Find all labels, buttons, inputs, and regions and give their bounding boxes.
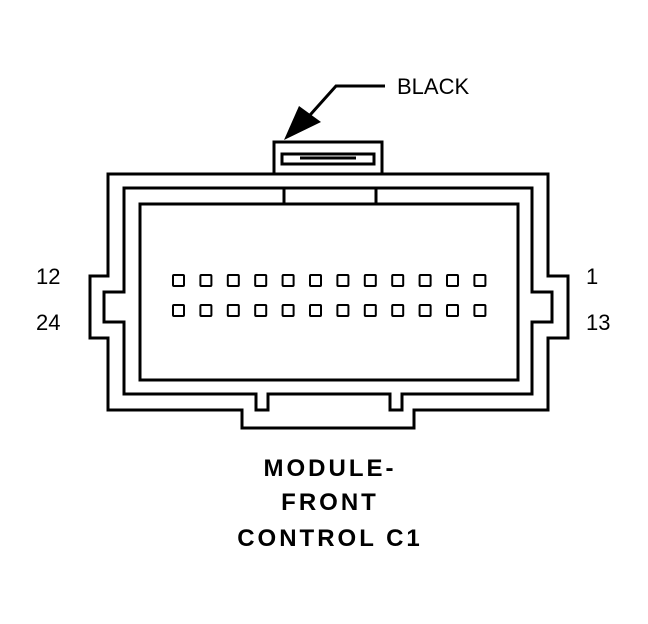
pin-cavity-22 (226, 304, 240, 317)
pin-cavity-15 (418, 304, 432, 317)
pin-cavity-17 (363, 304, 377, 317)
pin-label-13: 13 (586, 310, 610, 335)
connector-title-line-3: CONTROL C1 (237, 525, 423, 552)
leader-line (300, 84, 385, 126)
pin-label-24: 24 (36, 310, 60, 335)
connector-housing-outer (88, 172, 570, 430)
pin-cavity-12 (172, 274, 185, 287)
pin-cavity-1 (473, 274, 487, 287)
connector-title-line-1: MODULE- (264, 455, 397, 482)
pin-cavity-20 (281, 304, 295, 317)
pin-cavity-2 (446, 274, 459, 287)
pin-cavity-10 (226, 274, 240, 287)
pin-label-12: 12 (36, 264, 60, 289)
connector-housing-inner (102, 186, 554, 412)
pin-cavity-16 (391, 304, 405, 317)
pin-cavity-9 (254, 274, 268, 287)
pin-cavity-11 (199, 274, 213, 287)
pin-cavity-14 (446, 304, 459, 317)
pin-cavity-18 (336, 304, 350, 317)
pin-cavity-19 (309, 304, 322, 317)
pin-cavity-8 (281, 274, 295, 287)
pin-cavity-7 (309, 274, 322, 287)
pin-cavity-4 (391, 274, 405, 287)
pin-cavity-6 (336, 274, 350, 287)
pin-cavity-3 (418, 274, 432, 287)
connector-color-label: BLACK (397, 74, 469, 99)
pin-cavity-24 (172, 304, 185, 317)
leader-arrow (284, 106, 321, 140)
locking-tab (272, 140, 384, 176)
pin-cavity-23 (199, 304, 213, 317)
pin-cavity-5 (363, 274, 377, 287)
pin-grid (172, 274, 487, 317)
pin-cavity (138, 202, 520, 382)
color-callout: BLACK (284, 74, 469, 140)
tab-slot (280, 152, 376, 166)
pin-cavity-13 (473, 304, 487, 317)
pin-label-1: 1 (586, 264, 598, 289)
connector-title-line-2: FRONT (281, 489, 379, 516)
pin-cavity-21 (254, 304, 268, 317)
